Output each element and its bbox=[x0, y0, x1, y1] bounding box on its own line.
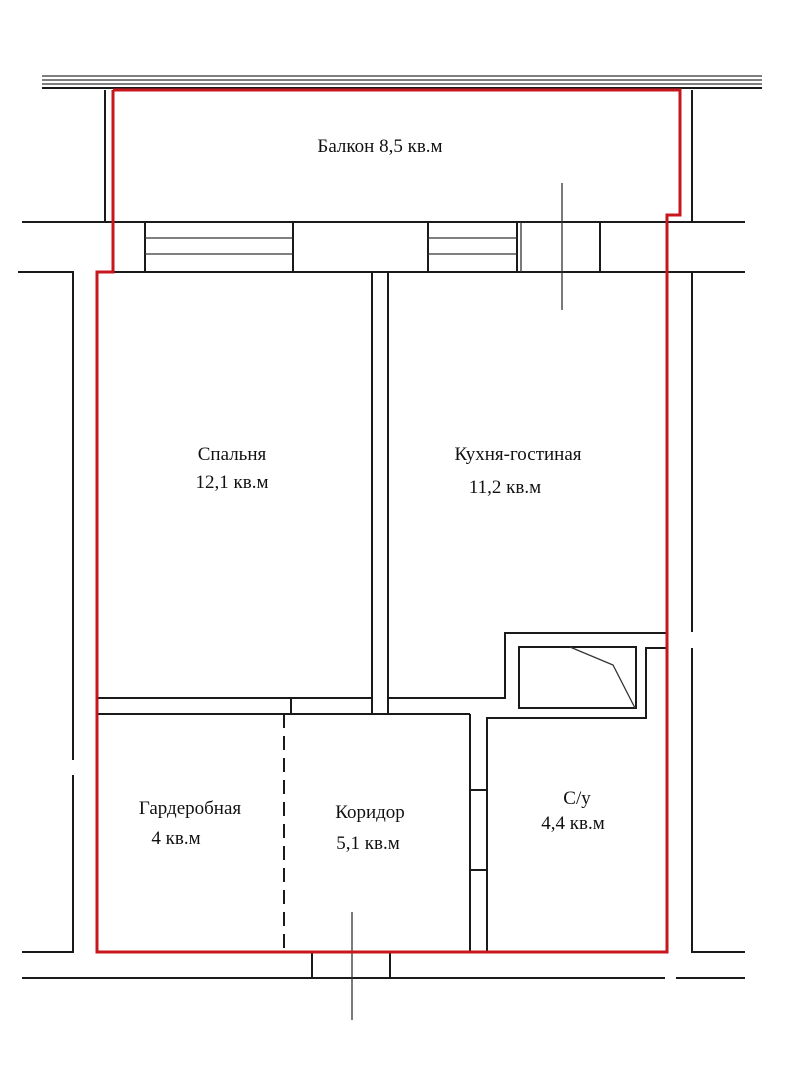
bathroom-area: 4,4 кв.м bbox=[541, 813, 604, 834]
balcony-label: Балкон 8,5 кв.м bbox=[317, 136, 442, 157]
bedroom-area: 12,1 кв.м bbox=[196, 472, 269, 493]
kitchen-area: 11,2 кв.м bbox=[469, 477, 541, 498]
interior-walls bbox=[97, 272, 667, 952]
entrance-door bbox=[311, 912, 391, 1020]
balcony-railing bbox=[42, 75, 762, 89]
window-kitchen bbox=[427, 221, 522, 273]
balcony-door bbox=[561, 183, 601, 310]
bathtub-icon bbox=[518, 646, 637, 709]
corridor-area: 5,1 кв.м bbox=[336, 833, 399, 854]
apartment-outline bbox=[95, 88, 682, 954]
window-bedroom bbox=[144, 221, 294, 273]
corridor-name: Коридор bbox=[335, 802, 405, 823]
wardrobe-name: Гардеробная bbox=[139, 798, 242, 819]
wardrobe-area: 4 кв.м bbox=[151, 828, 200, 849]
bathroom-name: С/у bbox=[563, 788, 591, 809]
bedroom-name: Спальня bbox=[198, 444, 267, 465]
kitchen-name: Кухня-гостиная bbox=[454, 444, 581, 465]
